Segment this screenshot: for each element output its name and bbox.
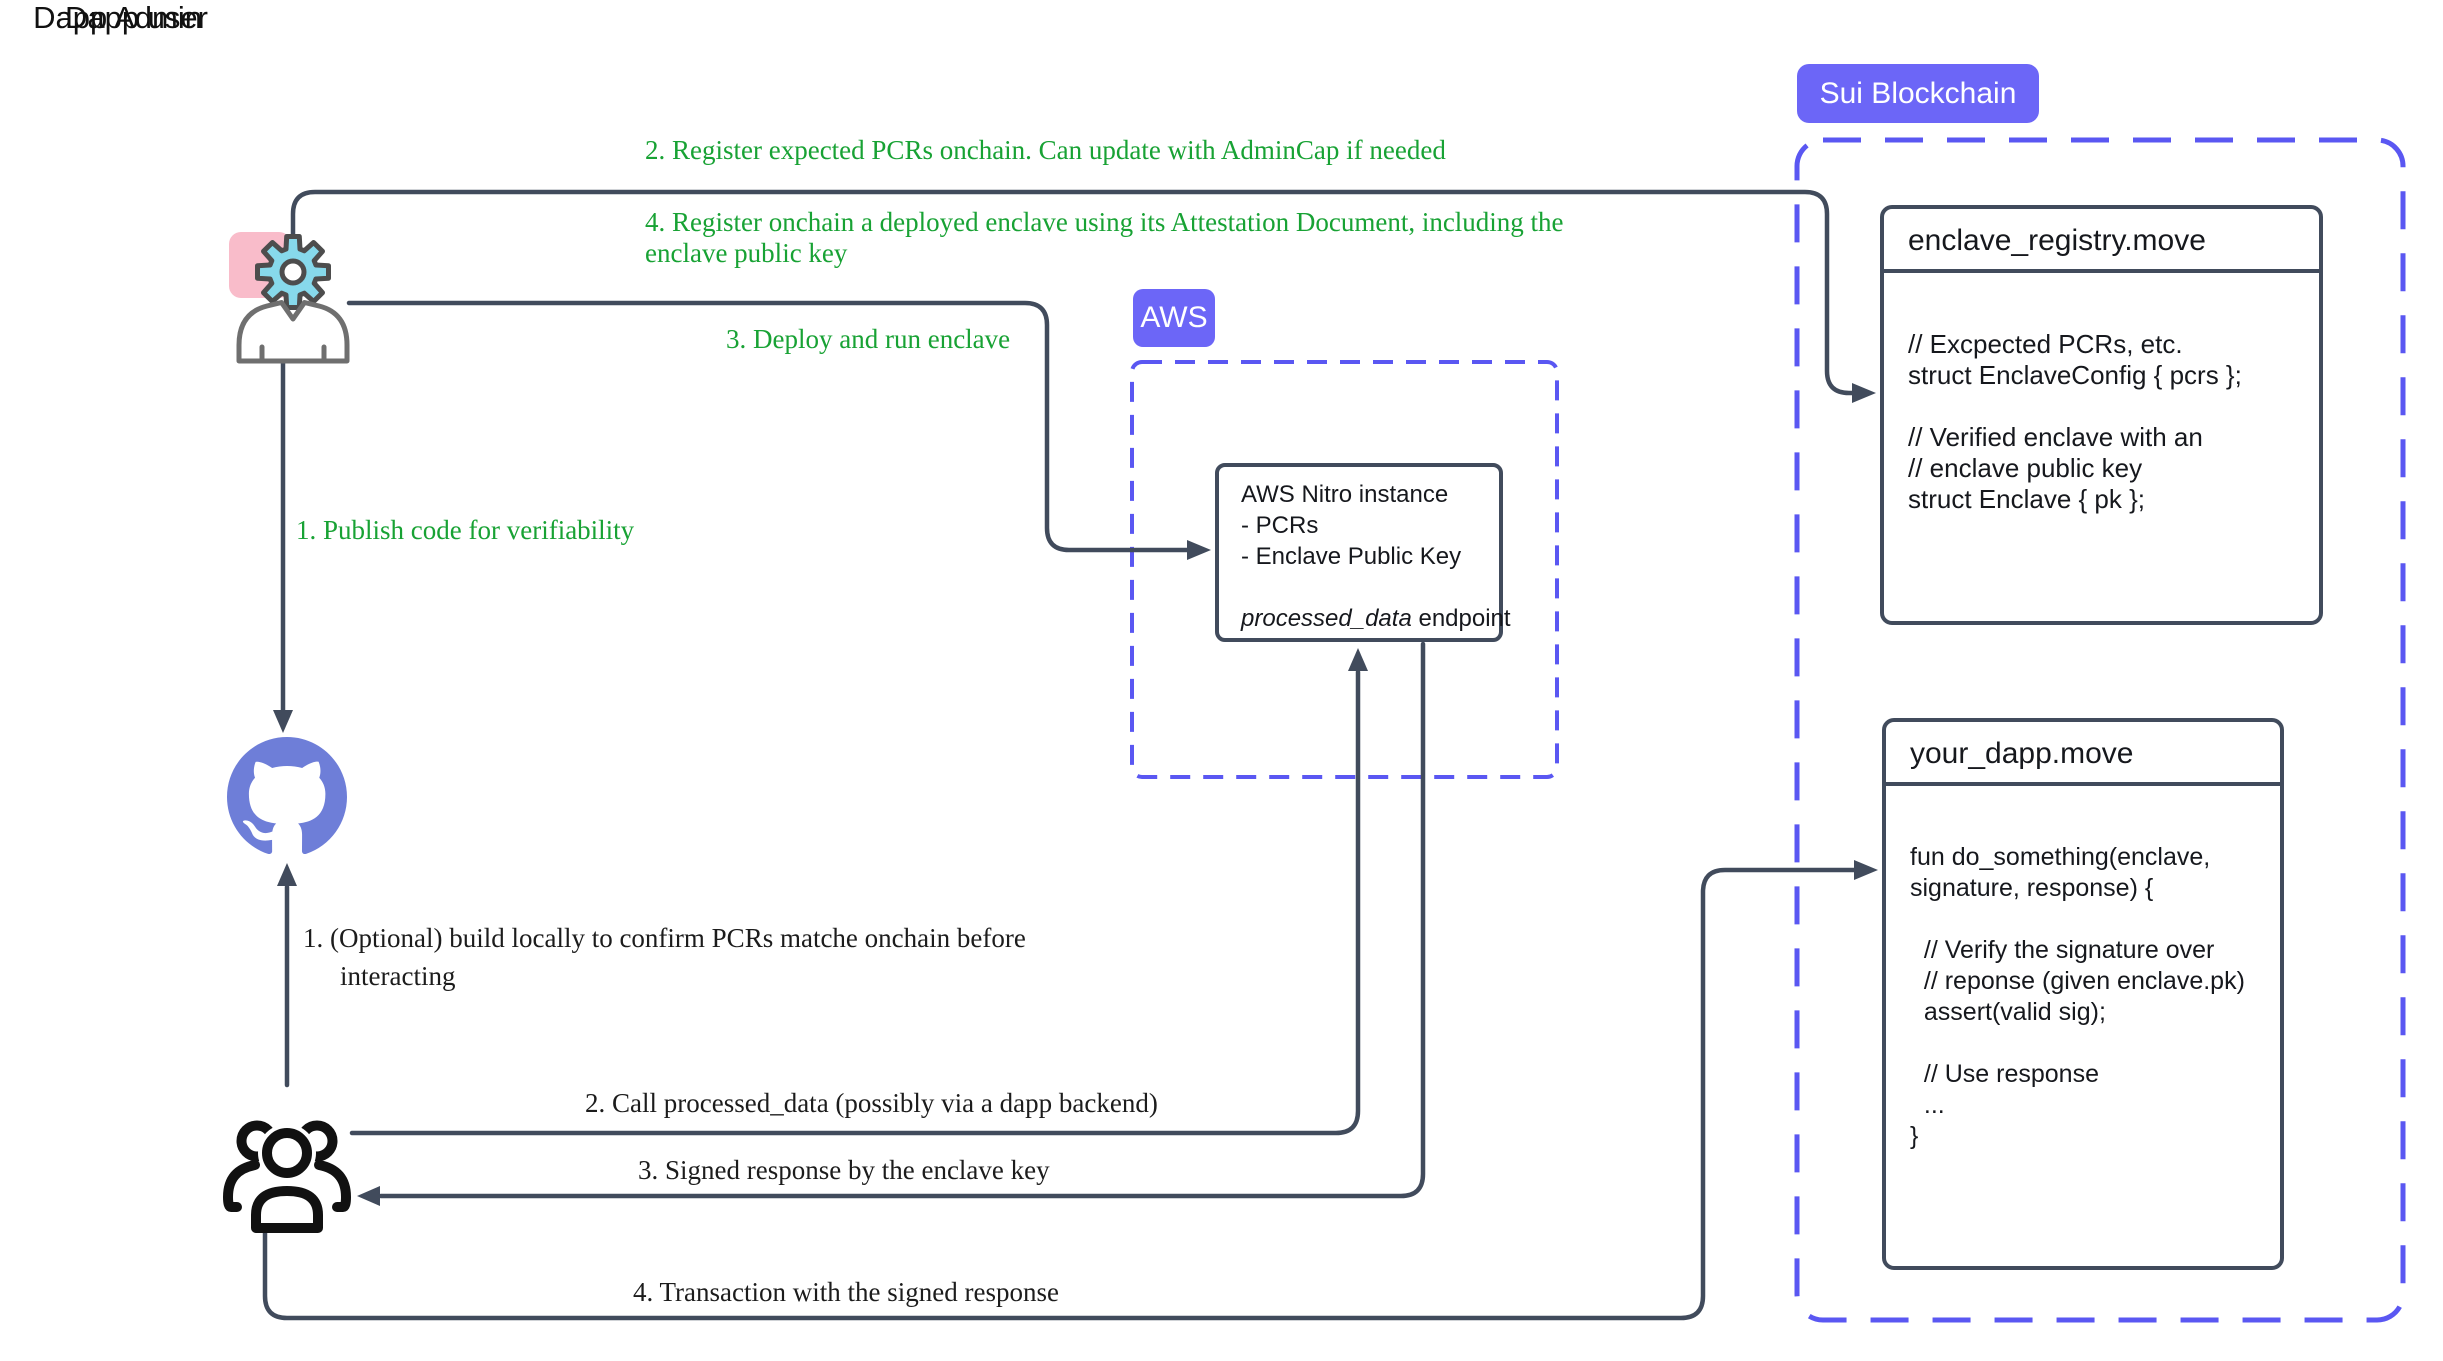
arrowhead-into-user xyxy=(357,1186,380,1206)
sui-blockchain-boundary xyxy=(1794,137,2406,1323)
code-line: fun do_something(enclave, xyxy=(1910,843,2211,871)
nitro-endpoint-line: processed_data endpoint xyxy=(1241,603,1511,634)
code-line: // Verify the signature over xyxy=(1910,936,2215,964)
your-dapp-code: fun do_something(enclave, signature, res… xyxy=(1886,786,2280,1152)
code-line xyxy=(1910,904,2280,935)
code-line: signature, response) { xyxy=(1910,874,2154,902)
user-label: Dapp user xyxy=(64,0,208,35)
your-dapp-title: your_dapp.move xyxy=(1886,722,2280,786)
gear-icon xyxy=(255,234,331,310)
nitro-instance-box: AWS Nitro instance - PCRs - Enclave Publ… xyxy=(1215,463,1511,642)
enclave-registry-title: enclave_registry.move xyxy=(1884,209,2319,273)
code-line: // enclave public key xyxy=(1908,453,2143,483)
connector-nitro-to-user xyxy=(378,641,1426,1199)
annotation-register-enclave-line2: enclave public key xyxy=(645,238,848,268)
arrowhead-into-dapp xyxy=(1854,860,1878,880)
code-line: assert(valid sig); xyxy=(1910,998,2106,1026)
code-line: } xyxy=(1910,1122,1919,1150)
annotation-build-line2: interacting xyxy=(340,961,456,991)
code-line xyxy=(1908,391,2319,422)
nitro-pubkey-line: - Enclave Public Key xyxy=(1241,543,1462,570)
user-group-icon xyxy=(222,1120,352,1233)
annotation-deploy: 3. Deploy and run enclave xyxy=(726,324,1011,354)
aws-badge: AWS xyxy=(1133,289,1215,347)
nitro-blank-line xyxy=(1241,572,1499,603)
annotation-register-pcrs: 2. Register expected PCRs onchain. Can u… xyxy=(645,135,1446,165)
connector-admin-to-registry xyxy=(290,189,1857,396)
arrowhead-into-registry xyxy=(1852,383,1876,403)
annotation-transaction: 4. Transaction with the signed response xyxy=(633,1277,1059,1307)
code-line: // Use response xyxy=(1910,1060,2099,1088)
connector-user-to-endpoint xyxy=(349,669,1361,1136)
github-icon xyxy=(227,737,347,855)
code-line: // Verified enclave with an xyxy=(1908,422,2203,452)
nitro-title: AWS Nitro instance xyxy=(1241,481,1449,508)
nitro-endpoint-suffix: endpoint xyxy=(1411,605,1511,632)
nitro-pcrs-line: - PCRs xyxy=(1241,512,1319,539)
nitro-endpoint-name: processed_data xyxy=(1241,605,1412,632)
arrowhead-into-nitro xyxy=(1187,540,1211,560)
annotation-publish: 1. Publish code for verifiability xyxy=(296,515,635,545)
enclave-registry-box: enclave_registry.move // Excpected PCRs,… xyxy=(1880,205,2323,625)
annotation-signed: 3. Signed response by the enclave key xyxy=(638,1155,1050,1185)
aws-boundary xyxy=(1130,360,1559,779)
arrowhead-into-github-top xyxy=(273,710,293,733)
code-line: // Excpected PCRs, etc. xyxy=(1908,329,2183,359)
annotation-build-line1: 1. (Optional) build locally to confirm P… xyxy=(303,923,1026,953)
annotation-register-enclave-line1: 4. Register onchain a deployed enclave u… xyxy=(645,207,1564,237)
your-dapp-box: your_dapp.move fun do_something(enclave,… xyxy=(1882,718,2284,1270)
code-line: // reponse (given enclave.pk) xyxy=(1910,967,2245,995)
connector-admin-to-nitro xyxy=(346,300,1192,553)
connector-user-to-dapp xyxy=(262,867,1859,1321)
code-line xyxy=(1910,1028,2280,1059)
admin-person-icon xyxy=(236,300,350,364)
sui-blockchain-badge: Sui Blockchain xyxy=(1797,64,2039,123)
connector-lines xyxy=(262,189,1859,1321)
annotation-call: 2. Call processed_data (possibly via a d… xyxy=(585,1088,1158,1118)
code-line: struct EnclaveConfig { pcrs }; xyxy=(1908,360,2242,390)
admin-label: Dapp Admin xyxy=(33,0,202,35)
enclave-registry-code: // Excpected PCRs, etc. struct EnclaveCo… xyxy=(1884,273,2319,515)
arrowhead-into-github-bottom xyxy=(277,863,297,886)
code-line: ... xyxy=(1910,1091,1945,1119)
arrowheads xyxy=(273,383,1878,1206)
code-line: struct Enclave { pk }; xyxy=(1908,484,2146,514)
arrowhead-into-endpoint xyxy=(1348,648,1368,671)
